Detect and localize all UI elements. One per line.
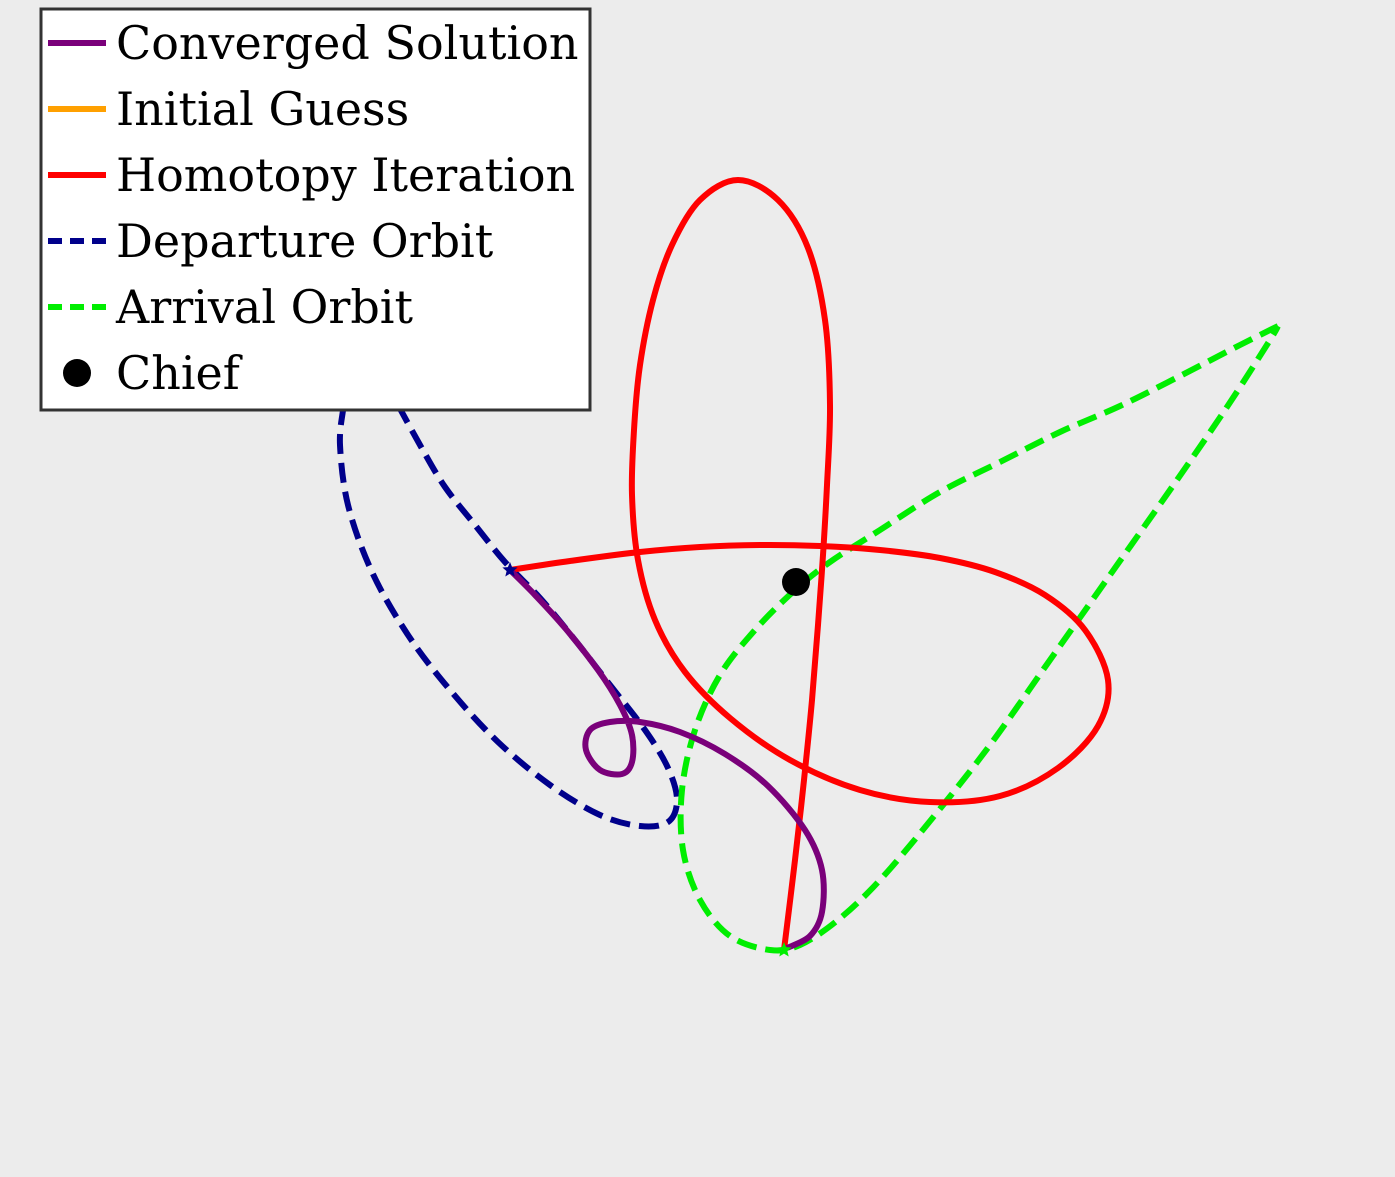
legend-label-chief: Chief <box>116 346 243 400</box>
legend-swatch-chief <box>63 359 91 387</box>
legend-label-arrival-orbit: Arrival Orbit <box>115 280 414 334</box>
marker-departure-orbit-star <box>502 562 518 577</box>
chief-marker <box>782 568 810 596</box>
series-layer <box>336 177 1281 957</box>
series-line-arrival-orbit <box>677 323 1281 954</box>
legend-label-initial-guess: Initial Guess <box>116 82 409 136</box>
marker-arrival-orbit-star <box>776 942 792 957</box>
series-line-converged-solution <box>507 567 827 951</box>
legend-box <box>39 7 592 412</box>
legend-label-converged-solution: Converged Solution <box>116 16 579 70</box>
series-line-departure-orbit <box>336 403 680 830</box>
legend-label-homotopy-iteration: Homotopy Iteration <box>116 148 575 202</box>
legend-label-departure-orbit: Departure Orbit <box>116 214 494 268</box>
series-line-homotopy-iteration <box>509 177 1112 951</box>
